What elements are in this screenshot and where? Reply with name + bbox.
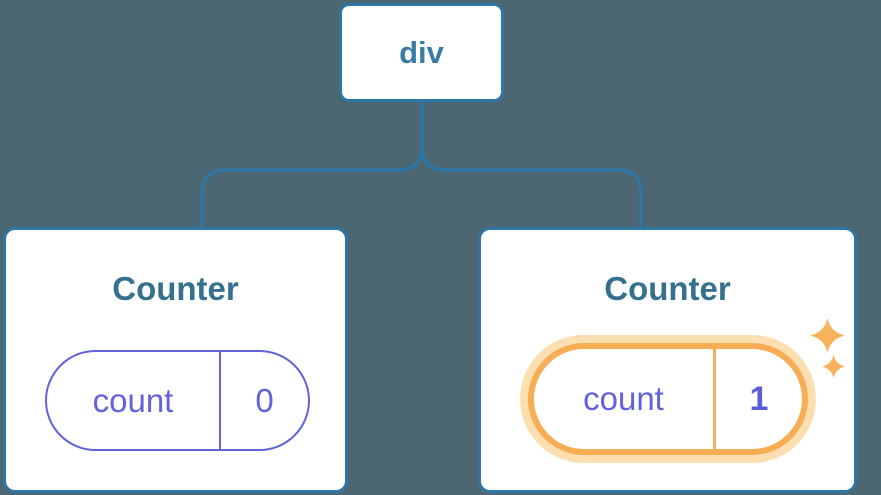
counter-card-right: Counter count 1 bbox=[478, 227, 857, 493]
root-node-label: div bbox=[399, 34, 444, 70]
state-key: count bbox=[583, 380, 664, 417]
state-pill-glow: count 1 bbox=[520, 335, 816, 463]
component-title: Counter bbox=[112, 270, 239, 307]
state-value: 0 bbox=[219, 352, 308, 449]
state-key: count bbox=[92, 381, 174, 419]
component-title: Counter bbox=[604, 270, 731, 307]
sparkle-icon bbox=[810, 318, 845, 353]
state-value: 1 bbox=[713, 349, 802, 449]
connector-left-branch bbox=[200, 102, 424, 228]
state-pill-highlighted: count 1 bbox=[528, 343, 808, 455]
sparkle-icon bbox=[821, 354, 846, 379]
counter-card-left: Counter count 0 bbox=[3, 227, 348, 493]
connector-right-branch bbox=[420, 102, 643, 228]
root-node-div: div bbox=[339, 3, 504, 102]
state-pill: count 0 bbox=[45, 350, 310, 451]
